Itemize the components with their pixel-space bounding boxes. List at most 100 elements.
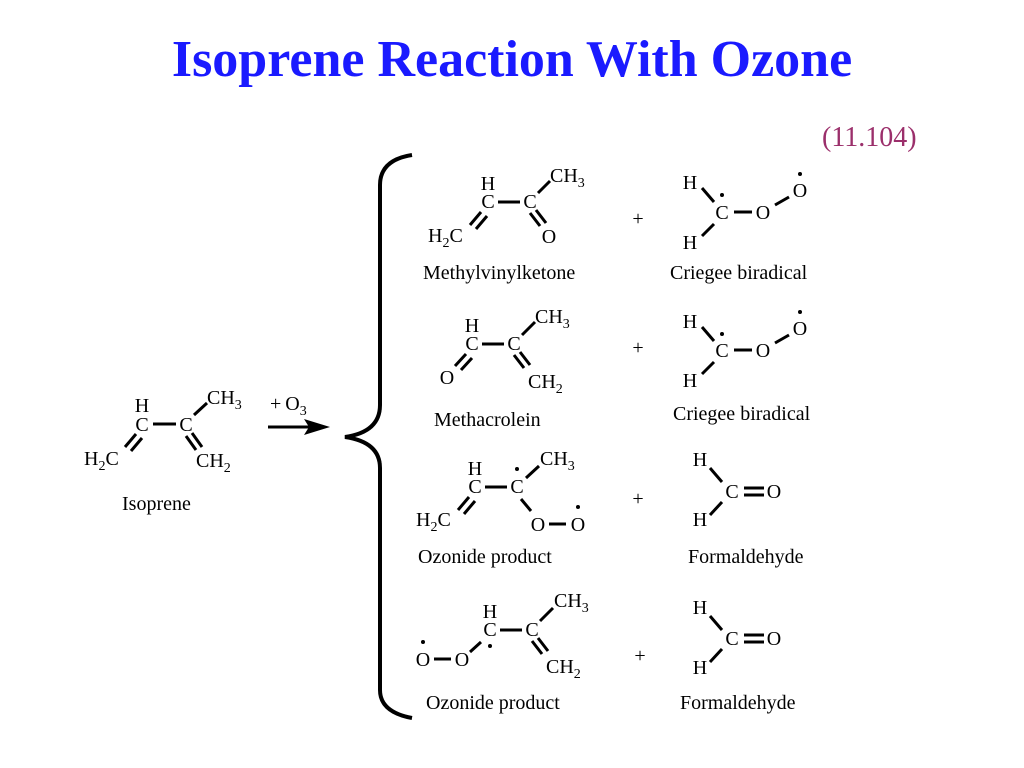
macr-double-bond-right-b xyxy=(518,351,532,366)
mvk-carbonyl-bond-b xyxy=(534,209,548,224)
criegee2-radical-dot-c xyxy=(720,332,724,336)
isoprene-structure: H C C CH3 H2C CH2 xyxy=(84,387,242,476)
macr-c2-atom: C xyxy=(507,333,520,355)
oz2-radical-dot-o xyxy=(421,640,425,644)
oz1-o2-atom: O xyxy=(571,514,585,536)
product-brace xyxy=(344,153,413,720)
hcho1-o-atom: O xyxy=(767,481,781,503)
oz2-ch2-group: CH2 xyxy=(546,656,581,682)
criegee-structure-1: H C O O H xyxy=(683,172,807,254)
mvk-double-bond-left-b xyxy=(474,215,489,230)
oz2-double-bond-right-b xyxy=(536,637,550,652)
oz1-h2c-group: H2C xyxy=(416,509,451,535)
ozonide-structure-1: H C C CH3 H2C O O xyxy=(416,448,585,536)
oz2-c-ch3-bond xyxy=(538,606,555,623)
mvk-carbonyl-bond-a xyxy=(528,212,542,227)
oz2-c1-atom: C xyxy=(483,619,496,641)
oz1-h-atom: H xyxy=(468,458,482,480)
row1-plus: + xyxy=(632,208,643,230)
formaldehyde-structure-1: H C O H xyxy=(693,449,781,531)
mvk-h-atom: H xyxy=(481,173,495,195)
mvk-ch3-group: CH3 xyxy=(550,165,585,191)
criegee1-o1-atom: O xyxy=(756,202,770,224)
criegee2-o2-atom: O xyxy=(793,318,807,340)
criegee2-c-atom: C xyxy=(715,340,728,362)
isoprene-double-bond-right-b xyxy=(190,432,204,448)
oz2-double-bond-right-a xyxy=(530,640,544,655)
hcho1-c-atom: C xyxy=(725,481,738,503)
criegee-structure-2: H C O O H xyxy=(683,310,807,392)
hcho2-h-bottom: H xyxy=(693,657,707,679)
criegee1-radical-dot-o xyxy=(798,172,802,176)
oz1-radical-dot-c xyxy=(515,467,519,471)
isoprene-double-bond-left-a xyxy=(123,433,138,448)
macr-o-atom: O xyxy=(440,367,454,389)
reagent-label: +O3 xyxy=(270,393,307,419)
row2-plus: + xyxy=(632,337,643,359)
oz1-radical-dot-o xyxy=(576,505,580,509)
formaldehyde-label-2: Formaldehyde xyxy=(680,692,796,714)
mvk-o-atom: O xyxy=(542,226,556,248)
isoprene-c1-atom: C xyxy=(135,414,148,436)
oz1-double-bond-left-a xyxy=(456,496,471,511)
mvk-double-bond-left-a xyxy=(468,211,483,226)
criegee1-o2-atom: O xyxy=(793,180,807,202)
criegee2-h-top: H xyxy=(683,311,697,333)
formaldehyde-label-1: Formaldehyde xyxy=(688,546,804,568)
equation-number: (11.104) xyxy=(822,122,917,153)
criegee1-h-bottom: H xyxy=(683,232,697,254)
ozonide-structure-2: H C C CH3 O O CH2 xyxy=(416,590,589,682)
isoprene-h2c-group: H2C xyxy=(84,448,119,474)
isoprene-ch2-group: CH2 xyxy=(196,450,231,476)
oz1-o1-atom: O xyxy=(531,514,545,536)
oz2-o1-atom: O xyxy=(455,649,469,671)
isoprene-c-ch3-bond xyxy=(192,401,209,417)
methylvinylketone-structure: H C C CH3 H2C O xyxy=(428,165,585,251)
hcho1-h-top: H xyxy=(693,449,707,471)
oz2-c2-atom: C xyxy=(525,619,538,641)
oz2-ch3-group: CH3 xyxy=(554,590,589,616)
oz1-c-ch3-bond xyxy=(524,464,541,480)
isoprene-double-bond-right-a xyxy=(184,435,198,451)
row3-plus: + xyxy=(632,488,643,510)
oz1-double-bond-left-b xyxy=(462,500,477,515)
oz1-c2-atom: C xyxy=(510,476,523,498)
criegee1-h-top: H xyxy=(683,172,697,194)
macr-h-atom: H xyxy=(465,315,479,337)
macr-c-ch3-bond xyxy=(520,320,537,337)
macr-c1-atom: C xyxy=(465,333,478,355)
methacrolein-label: Methacrolein xyxy=(434,409,541,431)
hcho1-h-bottom: H xyxy=(693,509,707,531)
isoprene-double-bond-left-b xyxy=(129,437,144,452)
oz2-o2-atom: O xyxy=(416,649,430,671)
macr-ch3-group: CH3 xyxy=(535,306,570,332)
oz2-h-atom: H xyxy=(483,601,497,623)
isoprene-h-atom: H xyxy=(135,395,149,417)
macr-ch2-group: CH2 xyxy=(528,371,563,397)
page-title: Isoprene Reaction With Ozone xyxy=(171,31,853,88)
hcho2-c-atom: C xyxy=(725,628,738,650)
methylvinylketone-label: Methylvinylketone xyxy=(423,262,575,284)
criegee-label-2: Criegee biradical xyxy=(673,403,811,425)
oz1-ch3-group: CH3 xyxy=(540,448,575,474)
isoprene-ch3-group: CH3 xyxy=(207,387,242,413)
oz1-c1-atom: C xyxy=(468,476,481,498)
oz2-c-o-bond xyxy=(468,640,483,654)
hcho2-h-top: H xyxy=(693,597,707,619)
criegee2-o1-atom: O xyxy=(756,340,770,362)
criegee2-radical-dot-o xyxy=(798,310,802,314)
criegee-label-1: Criegee biradical xyxy=(670,262,808,284)
ozonide-label-2: Ozonide product xyxy=(426,692,560,714)
mvk-h2c-group: H2C xyxy=(428,225,463,251)
hcho2-o-atom: O xyxy=(767,628,781,650)
macr-double-bond-right-a xyxy=(512,354,526,369)
criegee1-c-atom: C xyxy=(715,202,728,224)
criegee1-radical-dot-c xyxy=(720,193,724,197)
row4-plus: + xyxy=(634,645,645,667)
macr-carbonyl-bond-a xyxy=(453,352,468,368)
ozonide-label-1: Ozonide product xyxy=(418,546,552,568)
methacrolein-structure: H C C CH3 O CH2 xyxy=(440,306,570,397)
criegee2-h-bottom: H xyxy=(683,370,697,392)
mvk-c1-atom: C xyxy=(481,191,494,213)
